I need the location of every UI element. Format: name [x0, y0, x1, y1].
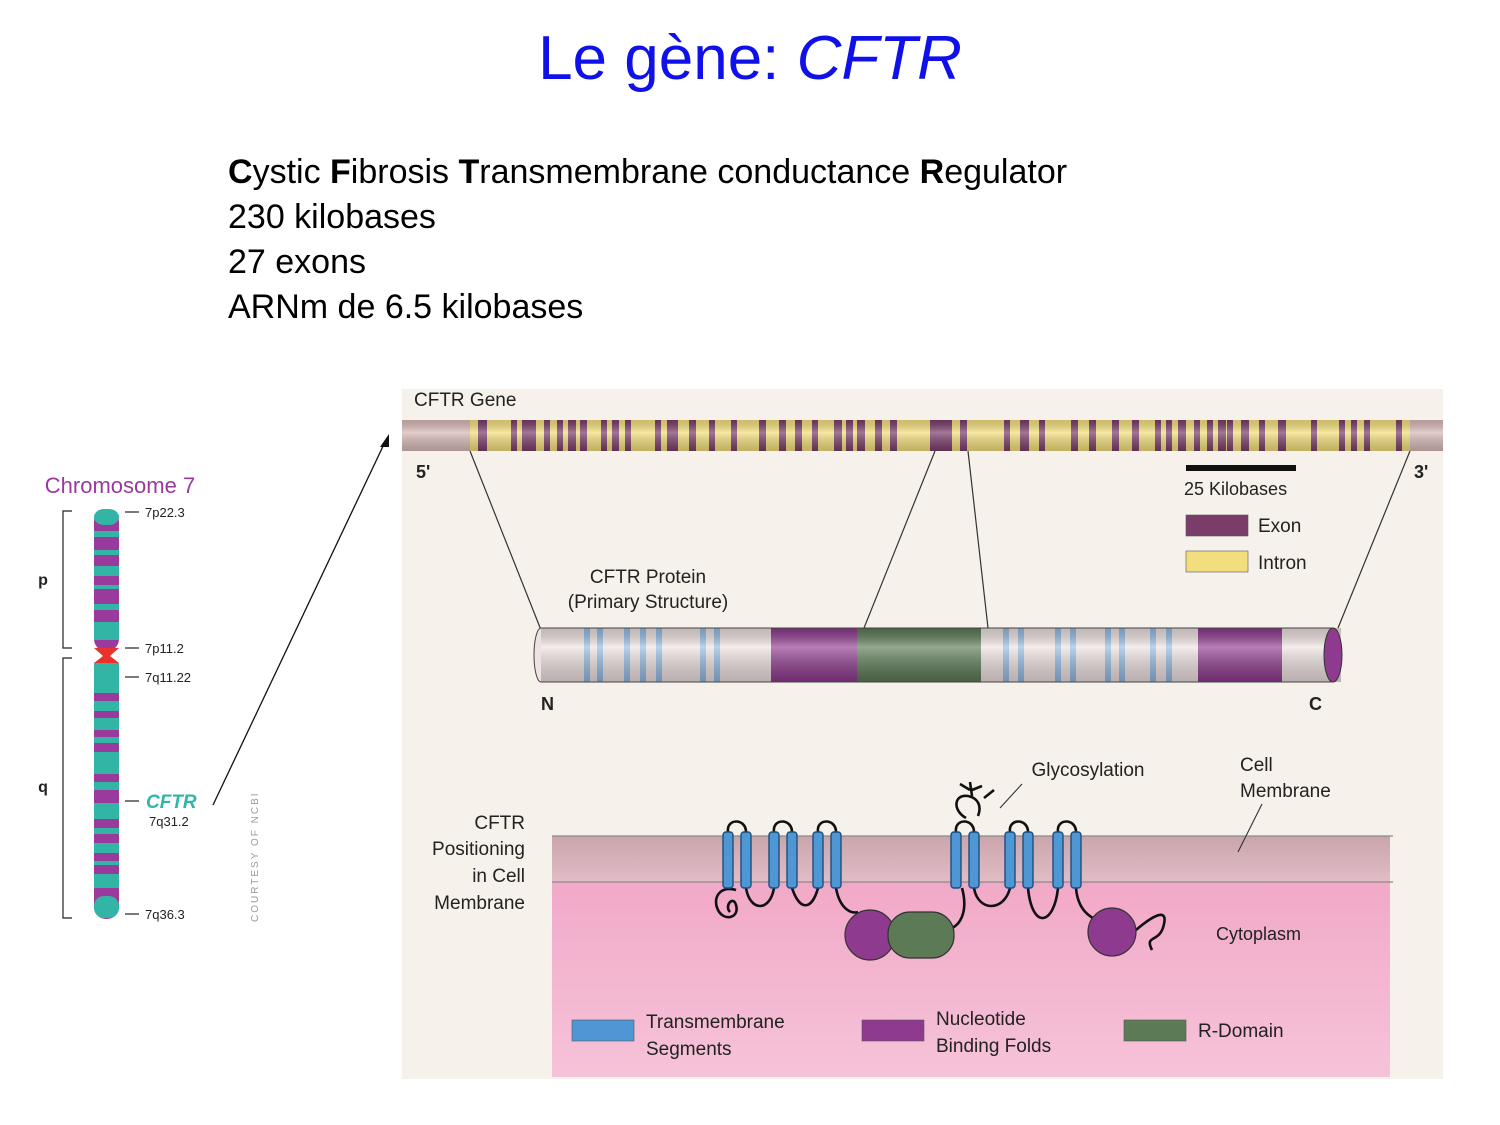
protein-label: CFTR Protein [590, 567, 706, 588]
exon-legend-label: Exon [1258, 516, 1301, 537]
title-prefix: Le gène: [538, 24, 797, 93]
rdomain-swatch [1123, 1019, 1187, 1042]
intron-swatch [1185, 550, 1249, 573]
r-domain [887, 911, 955, 959]
centromere [94, 648, 119, 663]
gene-label: CFTR Gene [414, 390, 516, 411]
band-label: 7q36.3 [145, 907, 185, 922]
glycosylation-label: Glycosylation [1032, 760, 1145, 781]
fact-exons: 27 exons [228, 243, 366, 281]
cytoplasm-label: Cytoplasm [1216, 924, 1301, 944]
gene-facts: Cystic Fibrosis Transmembrane conductanc… [228, 150, 1067, 330]
positioning-label: Positioning [432, 839, 525, 860]
acronym-text: ibrosis [350, 153, 459, 191]
exon-swatch [1185, 514, 1249, 537]
p-arm-bracket [62, 510, 72, 649]
figure-panel: CFTR Gene 5' 3' 25 Kilobases Exon Intron… [402, 389, 1443, 1079]
band-label: 7p11.2 [145, 641, 184, 656]
acronym-letter: F [330, 153, 351, 191]
q-arm-label: q [38, 779, 48, 796]
positioning-label: Membrane [434, 893, 525, 914]
scale-label: 25 Kilobases [1184, 479, 1287, 499]
locus-arrow [212, 441, 386, 806]
acronym-letter: T [458, 153, 480, 191]
membrane-protein [714, 781, 1166, 961]
protein-cylinder [533, 627, 1343, 683]
fact-size: 230 kilobases [228, 198, 436, 236]
p-arm-label: p [38, 572, 48, 589]
nbf-swatch [861, 1019, 925, 1042]
c-terminus-label: C [1309, 694, 1322, 714]
band-label: 7q11.22 [145, 670, 191, 685]
legend-nbf-label-2: Binding Folds [936, 1036, 1051, 1057]
chromosome-body [94, 509, 119, 919]
legend-rdomain-label: R-Domain [1198, 1021, 1284, 1042]
projection-lines [469, 450, 1411, 631]
legend-nbf-label: Nucleotide [936, 1009, 1026, 1030]
acronym-letter: R [919, 153, 945, 191]
cftr-locus-label: CFTR [146, 792, 197, 813]
slide-title: Le gène: CFTR [0, 28, 1500, 90]
acronym-text: ransmembrane conductance [479, 153, 920, 191]
scale-bar [1186, 465, 1296, 471]
arrow-head [380, 434, 389, 447]
cytoplasm-area [552, 882, 1390, 1077]
intron-legend-label: Intron [1258, 553, 1307, 574]
acronym-text: egulator [944, 153, 1068, 191]
protein-label-sub: (Primary Structure) [568, 592, 728, 613]
credit-text: COURTESY OF NCBI [250, 791, 261, 922]
chromosome-title: Chromosome 7 [45, 473, 195, 498]
gene-bar [402, 420, 1443, 451]
legend-tm-label-2: Segments [646, 1039, 732, 1060]
cell-membrane-label-2: Membrane [1240, 781, 1331, 802]
five-prime-label: 5' [416, 462, 430, 482]
fact-mrna: ARNm de 6.5 kilobases [228, 288, 584, 326]
cftr-locus-band: 7q31.2 [149, 814, 189, 829]
n-terminus-label: N [541, 694, 554, 714]
q-arm-bracket [62, 657, 72, 919]
cell-membrane-label: Cell [1240, 755, 1273, 776]
acronym-line: Cystic Fibrosis Transmembrane conductanc… [228, 150, 1067, 195]
tm-swatch [571, 1019, 635, 1042]
acronym-letter: C [228, 153, 253, 191]
title-gene: CFTR [796, 24, 962, 93]
band-label: 7p22.3 [145, 505, 185, 520]
positioning-label: CFTR [474, 813, 525, 834]
chromosome-panel: Chromosome 7 p q [38, 434, 389, 922]
nbd2-domain [1087, 907, 1137, 957]
acronym-text: ystic [252, 153, 331, 191]
three-prime-label: 3' [1414, 462, 1428, 482]
legend-tm-label: Transmembrane [646, 1012, 785, 1033]
positioning-label: in Cell [472, 866, 525, 887]
